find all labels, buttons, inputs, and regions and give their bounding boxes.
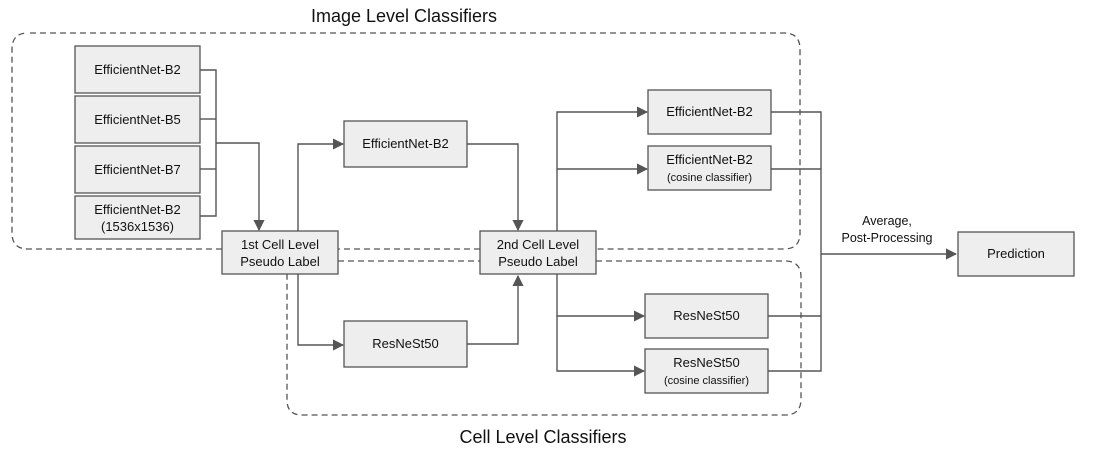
node-label: EfficientNet-B2 <box>666 152 752 167</box>
node-sublabel: (cosine classifier) <box>667 172 752 184</box>
image-level-group-frame <box>11 32 801 250</box>
pseudo2-to-final-resnest-connector <box>556 273 646 322</box>
image-efficientnet-b5-node: EfficientNet-B5 <box>74 95 201 144</box>
node-label: ResNeSt50 <box>673 355 739 370</box>
node-label: Prediction <box>987 246 1045 261</box>
ensemble-merge-connector <box>768 111 958 372</box>
node-sublabel: (1536x1536) <box>101 219 174 234</box>
node-label: EfficientNet-B2 <box>94 62 180 77</box>
final-resnest50-node: ResNeSt50 <box>644 293 769 339</box>
image-efficientnet-b7-node: EfficientNet-B7 <box>74 145 201 194</box>
pseudo-label-2-node: 2nd Cell Level Pseudo Label <box>479 230 597 275</box>
final-efficientnet-b2-node: EfficientNet-B2 <box>647 89 772 135</box>
image-efficientnet-b2-node: EfficientNet-B2 <box>74 45 201 94</box>
resnest-to-pseudo2-connector <box>467 274 524 345</box>
image-classifiers-merge-connector <box>200 69 265 232</box>
ensemble-label-line1: Average, <box>862 214 912 228</box>
node-label: EfficientNet-B2 <box>666 104 752 119</box>
image-level-group-title: Image Level Classifiers <box>311 6 497 26</box>
node-sublabel: (cosine classifier) <box>664 375 749 387</box>
pseudo2-to-final-efficientnet-connector <box>556 106 649 231</box>
cell-level-group-frame <box>286 260 802 416</box>
mid-efficientnet-b2-node: EfficientNet-B2 <box>343 120 468 168</box>
node-label: EfficientNet-B7 <box>94 162 180 177</box>
node-label: EfficientNet-B2 <box>94 202 180 217</box>
ensemble-label-line2: Post-Processing <box>841 231 932 245</box>
node-label: EfficientNet-B5 <box>94 112 180 127</box>
pseudo2-to-final-resnest-cos-connector <box>556 316 646 377</box>
pseudo1-to-efficientnet-connector <box>297 138 345 231</box>
cell-level-group-title: Cell Level Classifiers <box>459 427 626 447</box>
mid-resnest50-node: ResNeSt50 <box>343 320 468 368</box>
final-resnest50-cosine-node: ResNeSt50 (cosine classifier) <box>644 348 769 394</box>
final-efficientnet-b2-cosine-node: EfficientNet-B2 (cosine classifier) <box>647 145 772 191</box>
efficientnet-to-pseudo2-connector <box>467 143 524 232</box>
node-label-line2: Pseudo Label <box>240 254 320 269</box>
node-label-line1: 2nd Cell Level <box>497 237 579 252</box>
node-label-line1: 1st Cell Level <box>241 237 319 252</box>
pseudo1-to-resnest-connector <box>297 273 345 351</box>
node-label: ResNeSt50 <box>673 308 739 323</box>
pseudo-label-1-node: 1st Cell Level Pseudo Label <box>221 230 339 275</box>
node-label-line2: Pseudo Label <box>498 254 578 269</box>
node-label: EfficientNet-B2 <box>362 136 448 151</box>
prediction-node: Prediction <box>957 231 1075 277</box>
image-efficientnet-b2-hires-node: EfficientNet-B2 (1536x1536) <box>74 195 201 240</box>
node-label: ResNeSt50 <box>372 336 438 351</box>
